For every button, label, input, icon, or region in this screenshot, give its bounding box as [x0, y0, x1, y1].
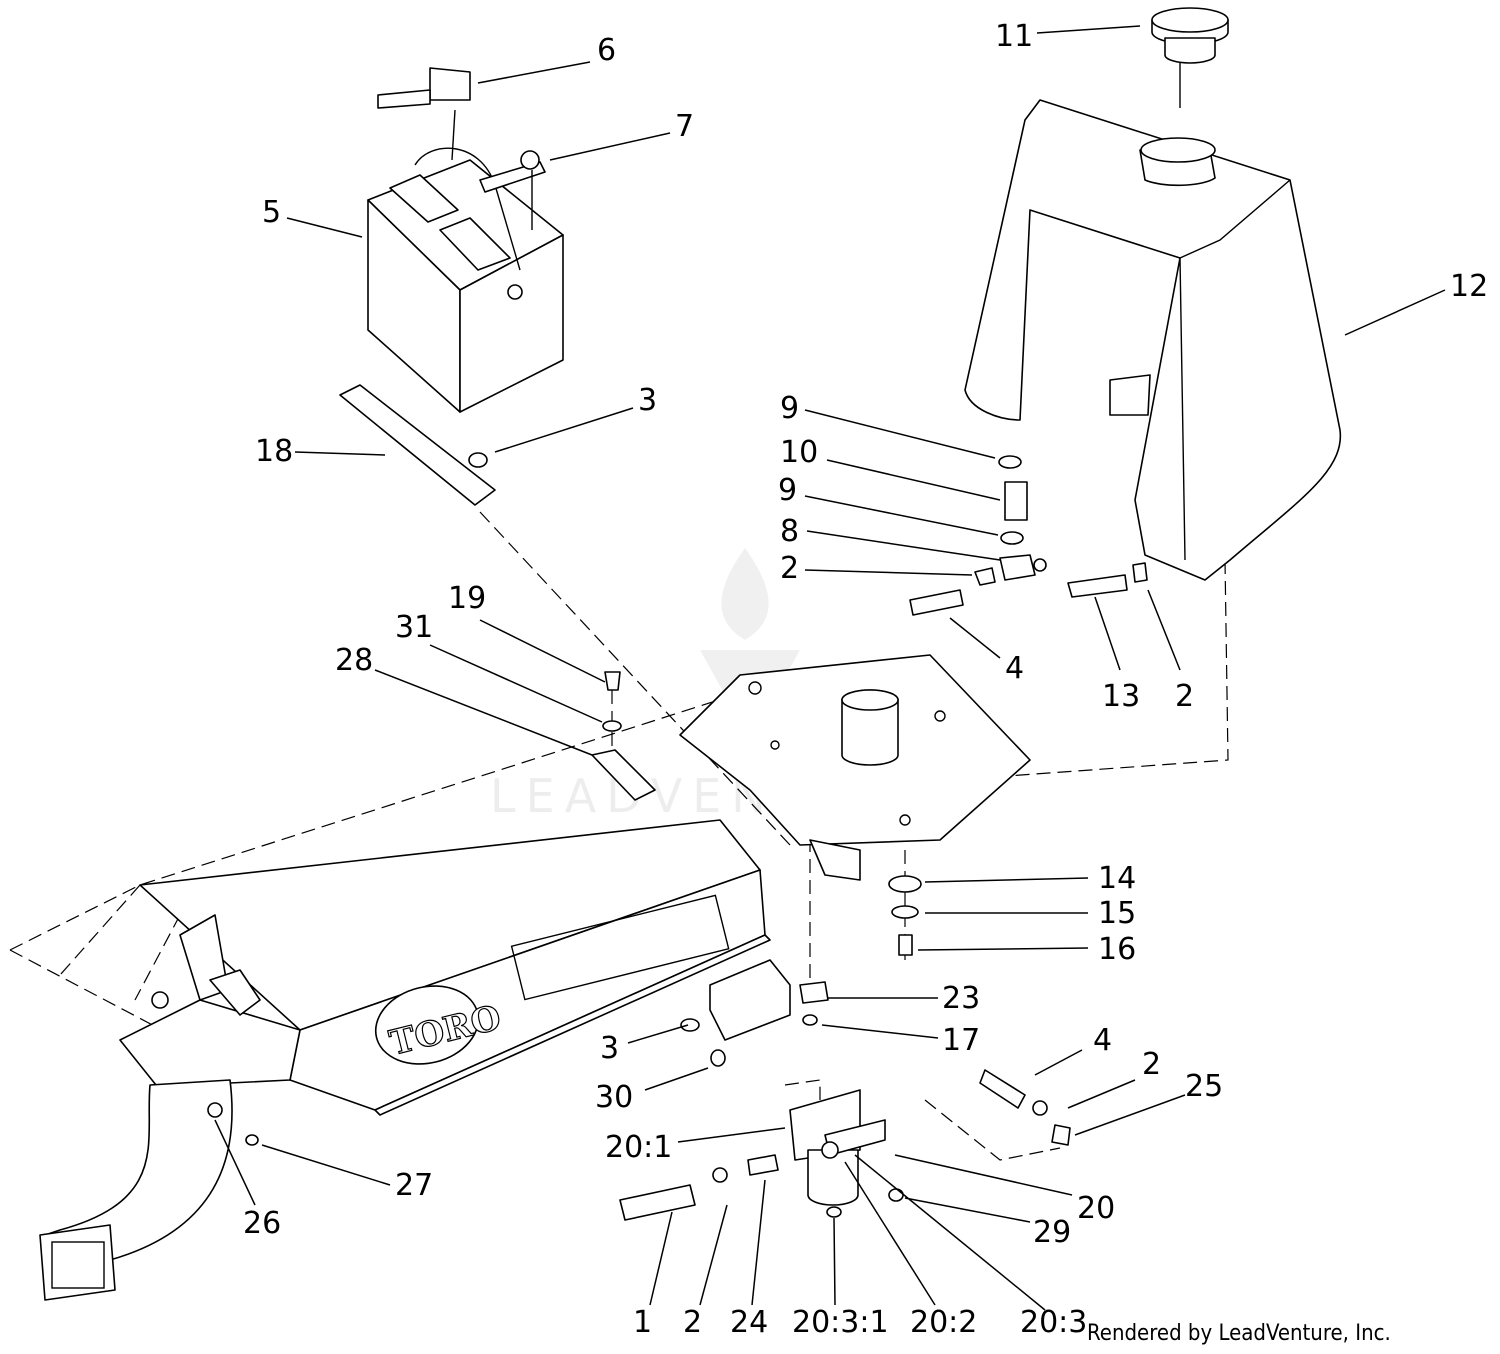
callout-20-3-1: 20:3:1: [792, 1305, 889, 1340]
callout-labels: 6 7 5 3 18 11 12 9 10 9 8 2 4 13 2 19 31…: [243, 19, 1488, 1340]
callout-2-bottom: 2: [683, 1305, 702, 1340]
callout-18: 18: [255, 434, 293, 469]
callout-3-lower: 3: [600, 1031, 619, 1066]
callout-13: 13: [1102, 679, 1140, 714]
callout-4-lower: 4: [1093, 1023, 1112, 1058]
callout-16: 16: [1098, 932, 1136, 967]
battery-strap: [339, 384, 496, 506]
callout-2: 2: [780, 551, 799, 586]
callout-15: 15: [1098, 896, 1136, 931]
callout-3: 3: [638, 383, 657, 418]
callout-31: 31: [395, 610, 433, 645]
callout-7: 7: [675, 109, 694, 144]
callout-26: 26: [243, 1206, 281, 1241]
cable-end-6: [429, 67, 471, 101]
callout-19: 19: [448, 581, 486, 616]
fuel-cap: [1151, 7, 1229, 108]
callout-20-3: 20:3: [1020, 1305, 1087, 1340]
callout-30: 30: [595, 1080, 633, 1115]
callout-28: 28: [335, 643, 373, 678]
callout-25: 25: [1185, 1069, 1223, 1104]
callout-2-lower: 2: [1142, 1047, 1161, 1082]
callout-5: 5: [262, 195, 281, 230]
battery: [367, 147, 564, 413]
callout-11: 11: [995, 19, 1033, 54]
callout-10: 10: [780, 435, 818, 470]
callout-20-1: 20:1: [605, 1130, 672, 1165]
render-credit: Rendered by LeadVenture, Inc.: [1087, 1321, 1391, 1346]
callout-17: 17: [942, 1023, 980, 1058]
callout-12: 12: [1450, 269, 1488, 304]
callout-1: 1: [633, 1305, 652, 1340]
leader-lines: [214, 25, 1446, 1311]
callout-9: 9: [780, 391, 799, 426]
fuel-tank: [964, 99, 1342, 581]
callout-4: 4: [1005, 651, 1024, 686]
callout-2-tank: 2: [1175, 679, 1194, 714]
callout-6: 6: [597, 33, 616, 68]
callout-8: 8: [780, 514, 799, 549]
callout-29: 29: [1033, 1215, 1071, 1250]
flame-icon: [721, 548, 769, 640]
callout-27: 27: [395, 1168, 433, 1203]
callout-23: 23: [942, 981, 980, 1016]
callout-20: 20: [1077, 1191, 1115, 1226]
fuel-line-upper: [909, 455, 1148, 616]
nut-3: [468, 452, 488, 468]
bracket-parts: [207, 671, 922, 1146]
callout-20-2: 20:2: [910, 1305, 977, 1340]
callout-14: 14: [1098, 861, 1136, 896]
frame: TORO: [39, 819, 771, 1301]
fuel-filter-assembly: [619, 1069, 1071, 1221]
steering-plate: [679, 654, 1031, 881]
callout-24: 24: [730, 1305, 768, 1340]
callout-9-lower: 9: [778, 473, 797, 508]
